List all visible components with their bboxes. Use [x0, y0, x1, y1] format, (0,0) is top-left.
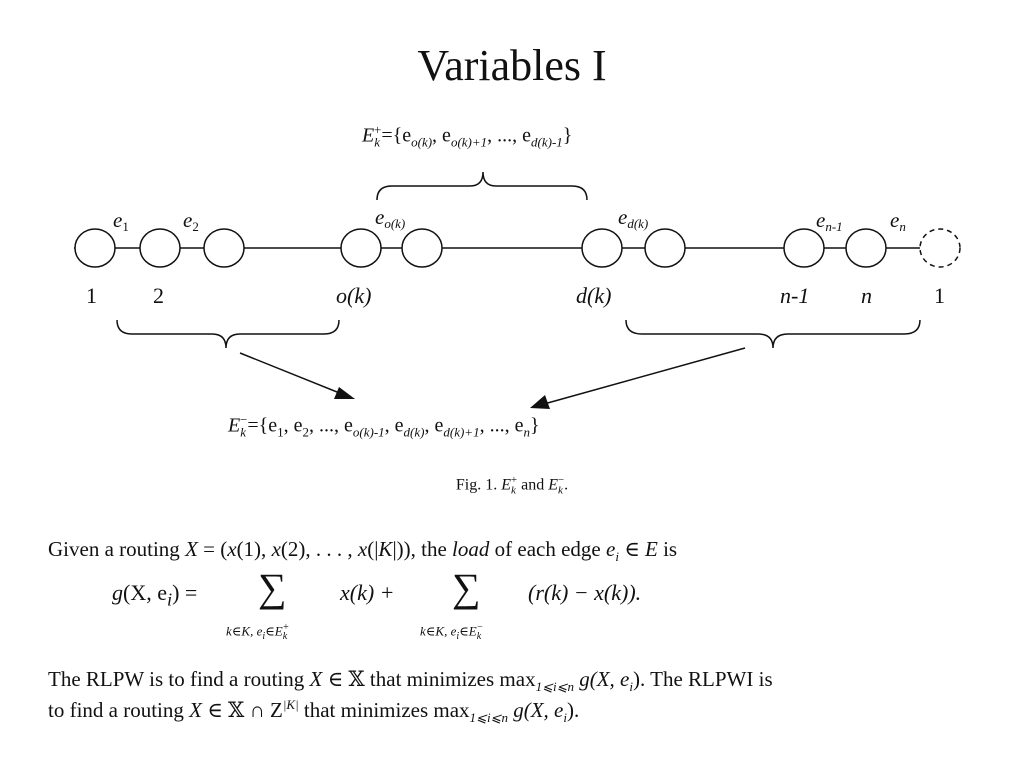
bottom-left-brace [116, 319, 340, 349]
edge-label-e2: e2 [183, 208, 199, 234]
equation-lhs: g(X, ei) = [112, 580, 198, 610]
bottom-right-brace [625, 319, 921, 349]
paragraph-rlpw: The RLPW is to find a routing X ∈ 𝕏 that… [48, 667, 773, 695]
node-1 [74, 228, 116, 268]
edge-label-e1: e1 [113, 208, 129, 234]
edge-label-en1: en-1 [816, 208, 843, 234]
sum-symbol-1: ∑ [258, 565, 287, 610]
arrow-left-line [239, 352, 343, 395]
node-ok-next [401, 228, 443, 268]
edge-label-en: en [890, 208, 906, 234]
edge-label-eo: eo(k) [375, 205, 405, 231]
e-plus-definition: Ek+={eo(k), eo(k)+1, ..., ed(k)-1} [362, 122, 573, 150]
top-brace [376, 171, 588, 201]
node-label-ok: o(k) [336, 283, 371, 308]
node-ok [340, 228, 382, 268]
node-3 [203, 228, 245, 268]
node-dk-next [644, 228, 686, 268]
equation-term-1: x(k) + [340, 580, 395, 605]
node-label-2: 2 [153, 283, 164, 308]
node-n-minus-1 [783, 228, 825, 268]
equation-term-2: (r(k) − x(k)). [528, 580, 642, 605]
paragraph-rlpwi: to find a routing X ∈ 𝕏 ∩ Z|K| that mini… [48, 697, 580, 726]
edge-label-ed: ed(k) [618, 205, 648, 231]
node-label-1-repeat: 1 [934, 283, 945, 308]
paragraph-load-definition: Given a routing X = (x(1), x(2), . . . ,… [48, 537, 678, 565]
node-label-n: n [861, 283, 872, 308]
sum-symbol-2: ∑ [452, 565, 481, 610]
node-1-repeat [919, 228, 961, 268]
node-n [845, 228, 887, 268]
node-label-dk: d(k) [576, 283, 611, 308]
arrow-right-line [543, 347, 746, 405]
sum-subscript-2: k∈K, ei∈Ek− [420, 622, 483, 642]
sum-subscript-1: k∈K, ei∈Ek+ [226, 622, 289, 642]
node-label-1: 1 [86, 283, 97, 308]
ring-path-diagram: e1 e2 eo(k) ed(k) en-1 en 1 2 o(k) d(k) … [74, 171, 961, 409]
arrow-right-head [530, 395, 550, 409]
node-label-n-minus-1: n-1 [780, 283, 809, 308]
e-minus-definition: Ek−={e1, e2, ..., eo(k)-1, ed(k), ed(k)+… [228, 412, 540, 440]
figure-caption: Fig. 1. Ek+ and Ek−. [455, 474, 569, 497]
arrow-left-head [334, 387, 355, 399]
slide-title: Variables I [417, 41, 607, 90]
node-2 [139, 228, 181, 268]
node-dk [581, 228, 623, 268]
